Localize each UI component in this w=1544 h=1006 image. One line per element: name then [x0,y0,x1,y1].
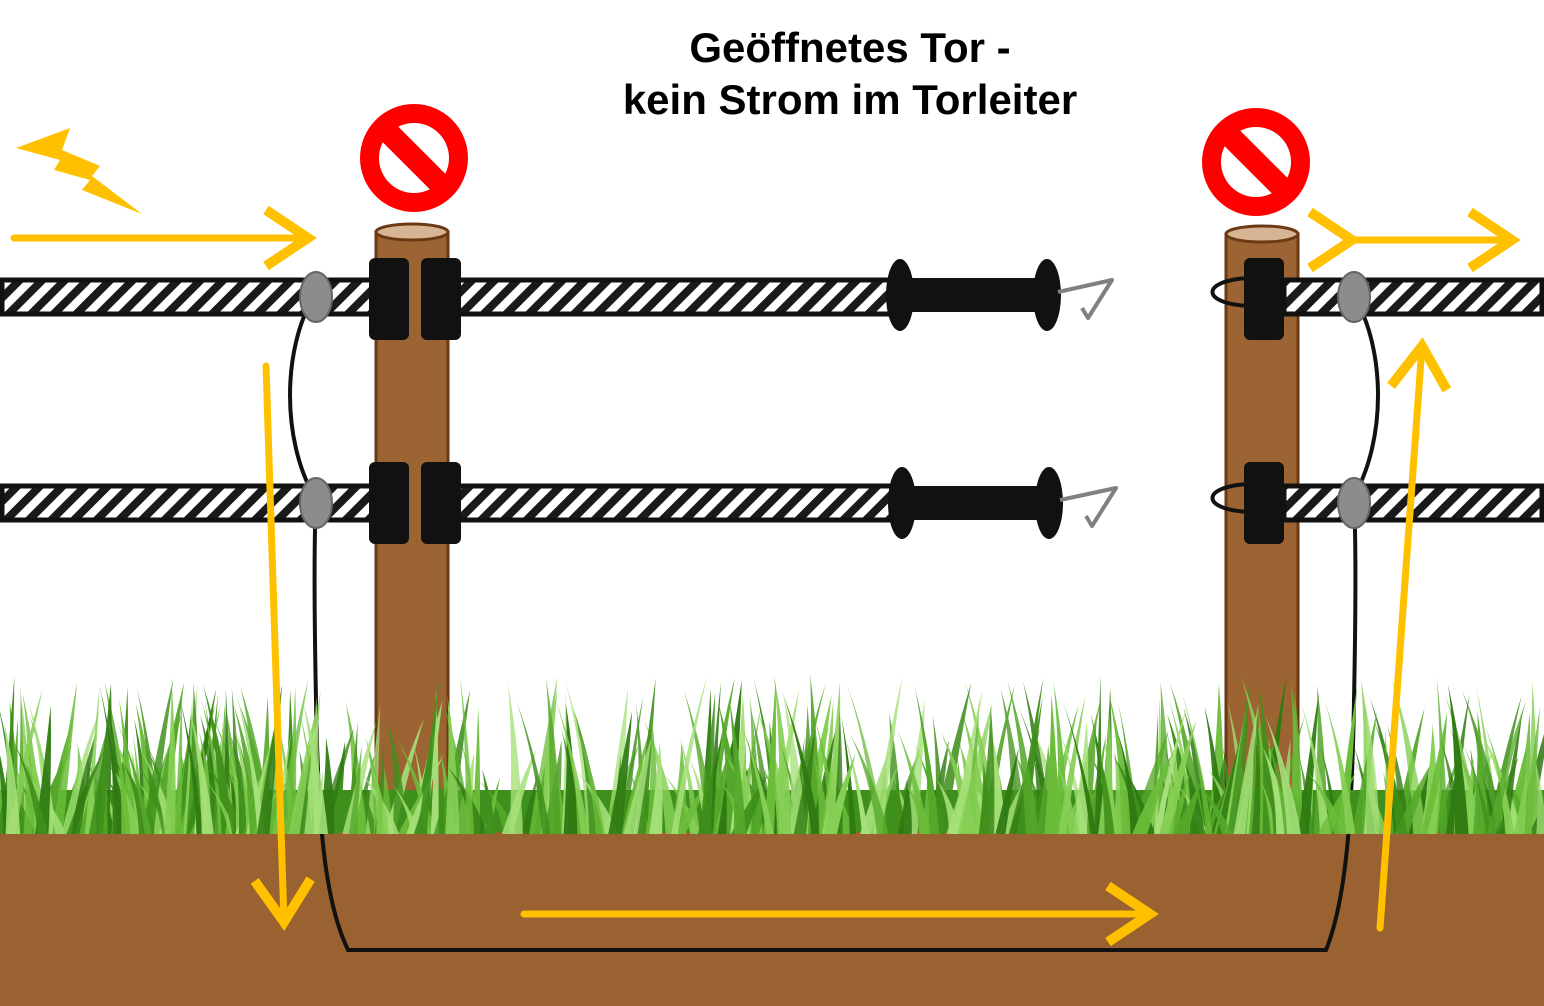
current-flow-arrows [10,205,1521,947]
right-upper-tape [1281,277,1544,317]
left-jumper-wire [288,294,316,497]
arrow-down-left [250,362,315,931]
grass [0,674,1544,834]
handle-hook-upper [1057,278,1114,320]
no-entry-icon [360,104,468,212]
gate-handle-lower [888,467,1118,539]
fence-tapes [0,277,1544,523]
no-entry-icon [1202,108,1310,216]
title-line-1: Geöffnetes Tor - [689,24,1011,71]
lightning-bolt-icon [16,128,142,214]
gate-lower-tape [445,483,903,523]
handle-hook-lower [1059,486,1118,528]
underground-cable [312,499,1358,952]
ground-soil [0,830,1544,1006]
title-line-2: kein Strom im Torleiter [622,76,1078,123]
gate-upper-tape [445,277,903,317]
gate-handle-upper [886,259,1114,331]
arrow-up-right [1376,337,1452,932]
wire-connectors [299,271,1371,529]
right-jumper-wire [1352,294,1380,497]
page-title: Geöffnetes Tor - kein Strom im Torleiter [500,22,1200,126]
right-post-insulators [1210,258,1284,544]
left-post-insulators [369,258,461,544]
